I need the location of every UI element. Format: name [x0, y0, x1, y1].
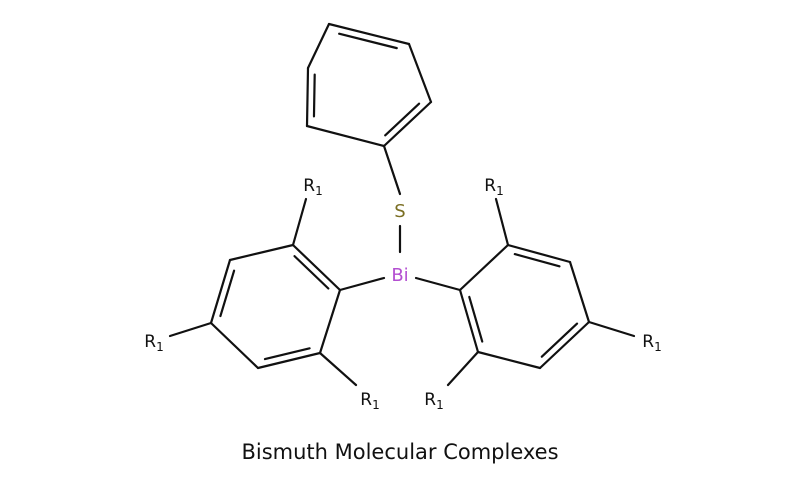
bond-right-para-substituent: [587, 320, 636, 338]
phenyl-ring-bond-4: [305, 66, 310, 128]
right-aryl-ring-double-bond-2: [540, 322, 579, 358]
phenyl-ring-bond-3: [305, 124, 386, 148]
left-aryl-ring-bond-4: [209, 258, 232, 325]
left-aryl-ring-bond-3: [209, 321, 260, 370]
phenyl-ring-bond-1: [407, 42, 433, 104]
right-aryl-ring-bond-0: [506, 243, 572, 264]
phenyl-ring-double-bond-0: [338, 32, 398, 50]
r1-label-right-ring-top: R1: [484, 176, 503, 198]
left-aryl-ring-double-bond-4: [219, 269, 236, 318]
left-aryl-ring-bond-1: [318, 288, 342, 355]
bond-right-bottom-substituent: [446, 350, 480, 387]
phenyl-ring-bond-0: [327, 22, 411, 46]
right-aryl-ring-bond-4: [458, 288, 480, 354]
right-aryl-ring-bond-1: [568, 260, 591, 324]
bond-bismuth-right-aryl: [414, 276, 462, 292]
figure-caption: Bismuth Molecular Complexes: [241, 440, 559, 464]
bond-bismuth-left-aryl: [338, 276, 386, 292]
r1-label-right-ring-bottom: R1: [424, 390, 443, 412]
bond-left-para-substituent: [168, 321, 213, 338]
bond-phenyl-sulfur: [382, 144, 402, 196]
r1-label-left-ring-top: R1: [303, 176, 322, 198]
left-aryl-ring-double-bond-2: [263, 347, 311, 361]
right-aryl-ring-bond-3: [476, 350, 542, 370]
phenyl-ring-double-bond-4: [312, 73, 316, 118]
r1-label-left-ring-bottom: R1: [360, 390, 379, 412]
left-aryl-ring-bond-0: [291, 243, 342, 292]
left-aryl-ring-bond-2: [256, 351, 322, 370]
sulfur-atom-label: S: [394, 201, 405, 222]
bond-left-bottom-substituent: [318, 351, 358, 387]
r1-label-left-ring-para: R1: [144, 332, 163, 354]
phenyl-ring-bond-2: [382, 100, 433, 148]
bismuth-atom-label: Bi: [391, 265, 408, 286]
bond-left-top-substituent: [291, 197, 308, 247]
bond-right-top-substituent: [494, 197, 510, 247]
right-aryl-ring-double-bond-0: [513, 253, 561, 268]
phenyl-ring-bond-5: [306, 22, 331, 70]
right-aryl-ring-bond-2: [538, 320, 591, 370]
right-aryl-ring-bond-5: [458, 243, 510, 292]
phenyl-ring-double-bond-2: [384, 102, 421, 137]
r1-label-right-ring-para: R1: [642, 332, 661, 354]
left-aryl-ring-double-bond-0: [293, 255, 330, 290]
right-aryl-ring-double-bond-4: [468, 295, 484, 343]
bond-lines: [168, 22, 636, 387]
left-aryl-ring-bond-5: [228, 243, 295, 262]
